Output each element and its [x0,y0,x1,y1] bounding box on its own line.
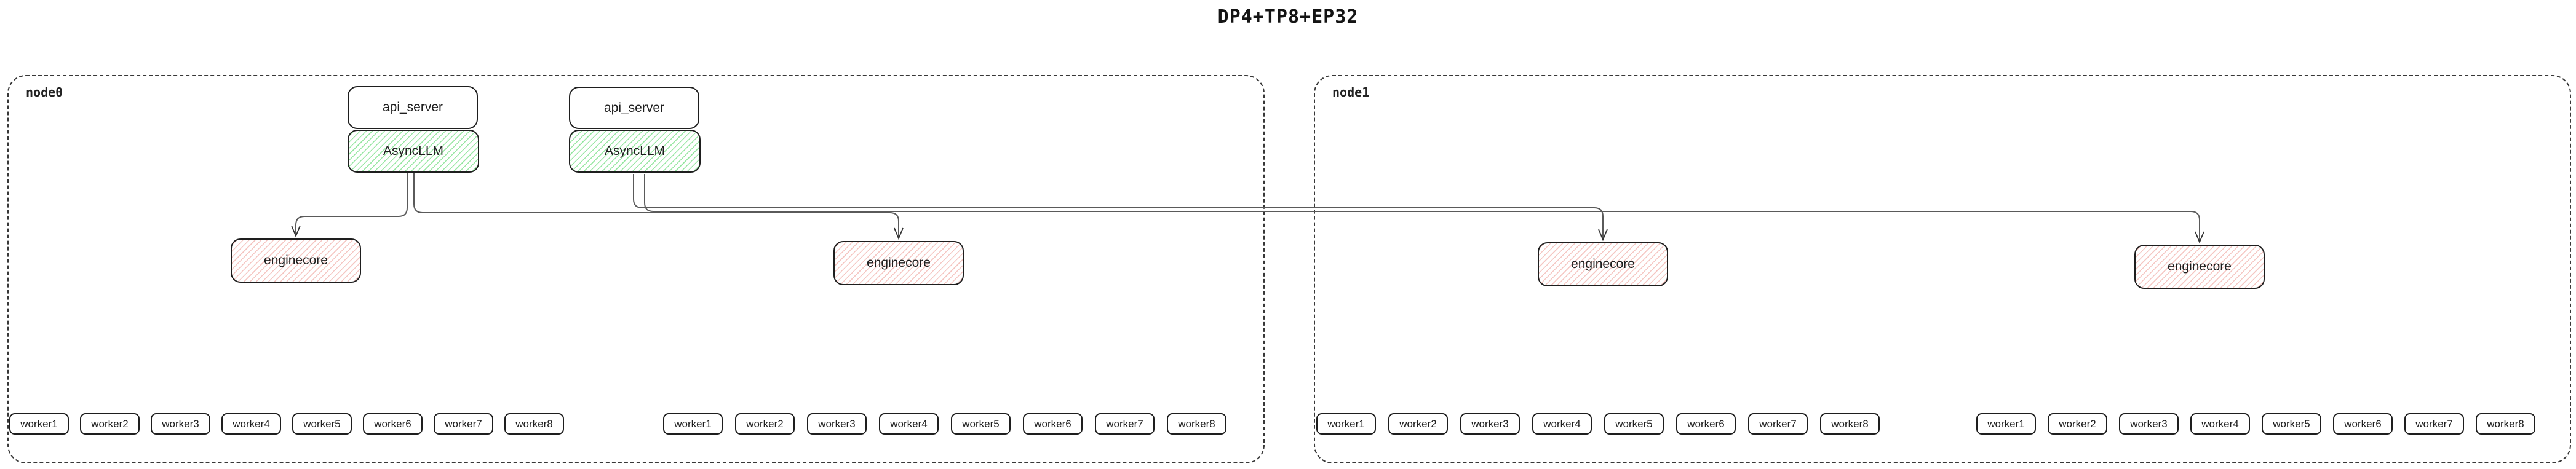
enginecore-label-1: enginecore [264,253,328,267]
asyncllm-box-2: AsyncLLM [569,130,701,173]
worker-group-3: worker1 worker2 worker3 worker4 worker5 … [1316,413,1880,435]
arrowhead-enginecore1 [291,225,301,238]
api-server-label-1: api_server [382,100,443,114]
worker-box: worker3 [2119,413,2179,435]
worker-group-4: worker1 worker2 worker3 worker4 worker5 … [1976,413,2535,435]
worker-box: worker2 [2048,413,2107,435]
enginecore-label-3: enginecore [1571,257,1635,271]
arrowhead-enginecore3 [1598,229,1608,242]
worker-box: worker8 [2476,413,2535,435]
worker-box: worker1 [1976,413,2036,435]
node1-container: node1 [1314,75,2571,463]
worker-box: worker4 [1532,413,1592,435]
worker-box: worker3 [151,413,210,435]
worker-box: worker2 [80,413,140,435]
worker-box: worker7 [1095,413,1155,435]
asyncllm-label-1: AsyncLLM [383,144,444,158]
worker-box: worker6 [2333,413,2393,435]
worker-box: worker8 [504,413,564,435]
worker-box: worker5 [292,413,352,435]
worker-box: worker2 [735,413,795,435]
worker-box: worker5 [2262,413,2321,435]
enginecore-box-3: enginecore [1538,242,1668,286]
asyncllm-box-1: AsyncLLM [348,130,479,173]
worker-box: worker6 [1676,413,1736,435]
worker-box: worker7 [1748,413,1808,435]
arrowhead-enginecore4 [2195,231,2204,244]
worker-box: worker5 [1604,413,1664,435]
node0-container: node0 [7,75,1265,463]
connector-asyncllm2-enginecore3 [633,174,1604,239]
connector-asyncllm1-enginecore1 [295,173,408,235]
worker-box: worker4 [879,413,939,435]
worker-box: worker6 [363,413,423,435]
worker-box: worker1 [9,413,69,435]
worker-group-1: worker1 worker2 worker3 worker4 worker5 … [9,413,564,435]
api-server-label-2: api_server [603,100,665,115]
worker-box: worker5 [951,413,1011,435]
worker-box: worker3 [807,413,867,435]
node1-label: node1 [1332,85,1370,100]
enginecore-label-4: enginecore [2168,259,2232,274]
worker-box: worker8 [1167,413,1226,435]
asyncllm-label-2: AsyncLLM [604,144,666,158]
connector-asyncllm1-enginecore2 [413,173,899,238]
enginecore-box-4: enginecore [2134,245,2265,289]
api-server-box-2: api_server [569,87,699,129]
diagram-title: DP4+TP8+EP32 [1217,6,1359,28]
worker-group-2: worker1 worker2 worker3 worker4 worker5 … [663,413,1226,435]
worker-box: worker6 [1023,413,1083,435]
enginecore-box-2: enginecore [833,241,964,285]
worker-box: worker7 [2404,413,2464,435]
connector-asyncllm2-enginecore4 [644,174,2200,242]
worker-box: worker8 [1820,413,1880,435]
worker-box: worker3 [1460,413,1520,435]
enginecore-label-2: enginecore [867,256,931,270]
node0-label: node0 [26,85,63,100]
worker-box: worker4 [2190,413,2250,435]
api-server-box-1: api_server [348,86,478,129]
worker-box: worker1 [663,413,723,435]
arrowhead-enginecore2 [894,227,904,240]
worker-box: worker1 [1316,413,1376,435]
enginecore-box-1: enginecore [231,238,361,283]
worker-box: worker7 [434,413,493,435]
worker-box: worker4 [221,413,281,435]
worker-box: worker2 [1388,413,1448,435]
